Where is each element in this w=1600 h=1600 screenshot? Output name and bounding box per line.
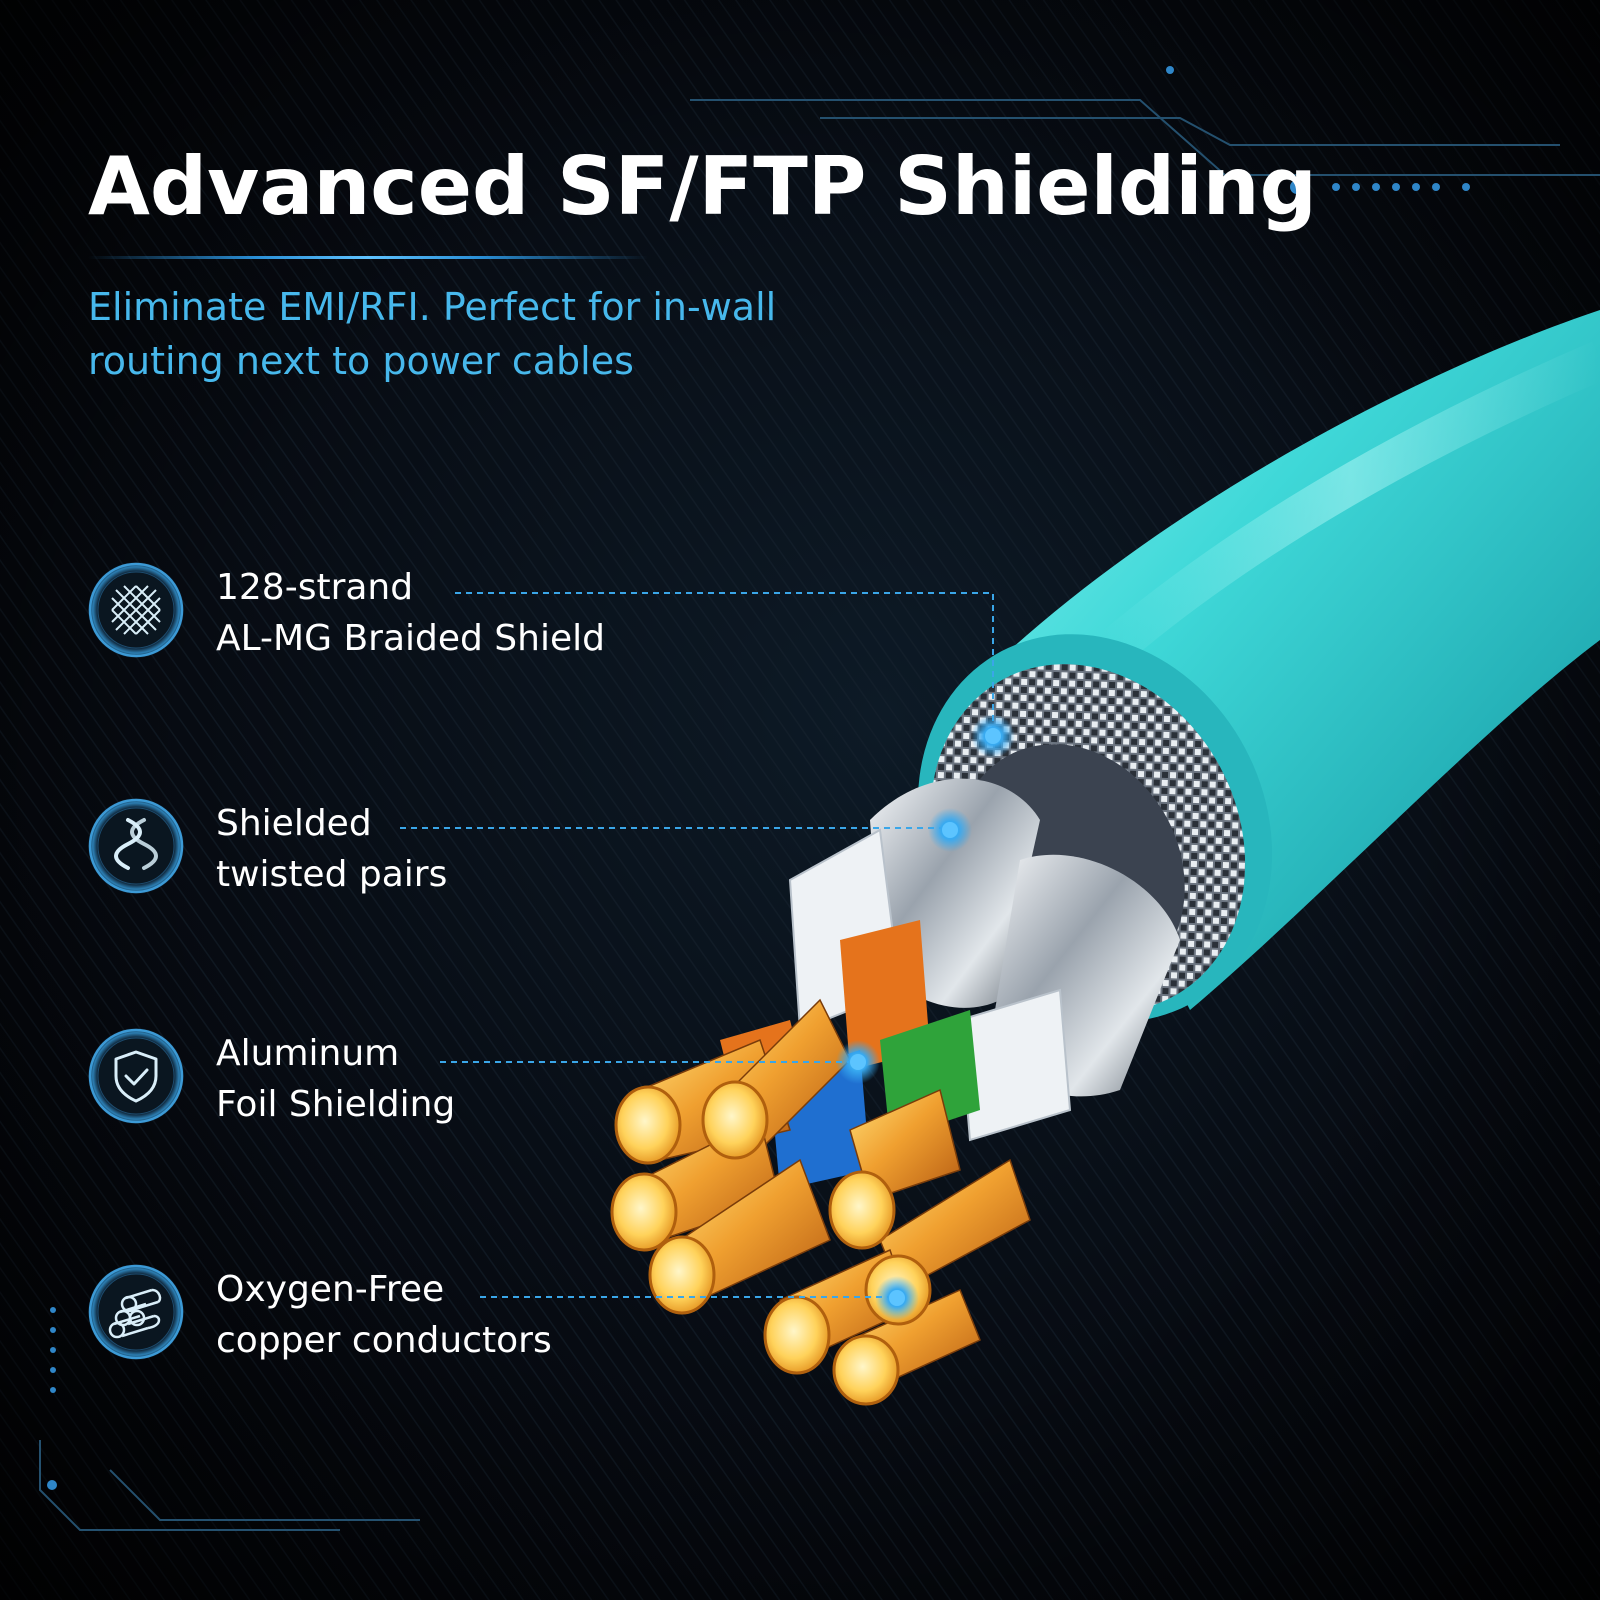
feature-line2: AL-MG Braided Shield — [216, 618, 605, 659]
feature-label: Oxygen-Free copper conductors — [216, 1264, 552, 1366]
feature-label: Shielded twisted pairs — [216, 798, 447, 900]
feature-label: Aluminum Foil Shielding — [216, 1028, 455, 1130]
page-title: Advanced SF/FTP Shielding — [88, 140, 1317, 233]
feature-line1: Aluminum — [216, 1033, 400, 1074]
circuit-lines — [39, 99, 1600, 1531]
shield-check-icon — [88, 1028, 184, 1124]
feature-line1: 128-strand — [216, 567, 414, 608]
feature-braided-shield: 128-strand AL-MG Braided Shield — [86, 560, 646, 664]
feature-line1: Shielded — [216, 803, 372, 844]
twisted-pair-icon — [88, 798, 184, 894]
feature-line1: Oxygen-Free — [216, 1269, 445, 1310]
feature-twisted-pairs: Shielded twisted pairs — [86, 796, 646, 900]
braid-mesh-icon — [88, 562, 184, 658]
callout-dots — [836, 714, 1015, 1320]
callout-lines — [400, 592, 994, 1298]
feature-foil-shielding: Aluminum Foil Shielding — [86, 1026, 646, 1130]
subtitle: Eliminate EMI/RFI. Perfect for in-wall r… — [88, 285, 777, 383]
feature-line2: twisted pairs — [216, 854, 448, 895]
conductor-bundle-icon — [88, 1264, 184, 1360]
feature-copper-conductors: Oxygen-Free copper conductors — [86, 1262, 646, 1366]
circuit-dots — [47, 66, 1470, 1490]
title-underline — [88, 256, 648, 259]
feature-line2: Foil Shielding — [216, 1084, 456, 1125]
feature-line2: copper conductors — [216, 1320, 552, 1361]
feature-label: 128-strand AL-MG Braided Shield — [216, 562, 605, 664]
cable-illustration — [610, 310, 1600, 1406]
